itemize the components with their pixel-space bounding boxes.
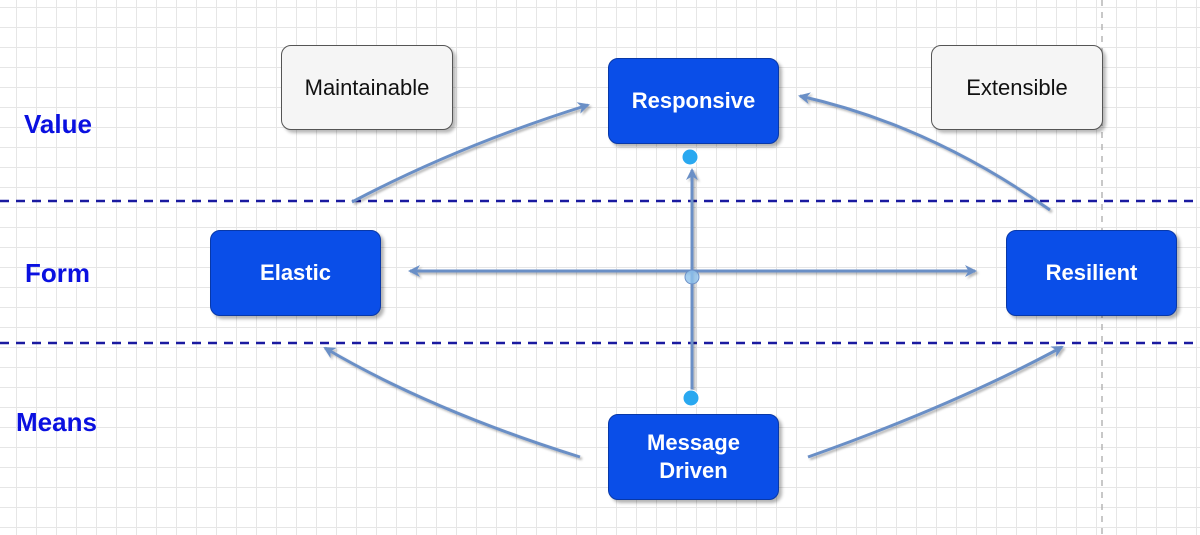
node-elastic[interactable]: Elastic	[210, 230, 381, 316]
node-responsive-label: Responsive	[631, 88, 756, 113]
node-extensible[interactable]: Extensible	[931, 45, 1103, 130]
node-message-driven-label: Message Driven	[647, 430, 740, 483]
layer-label-value: Value	[24, 109, 92, 139]
node-resilient[interactable]: Resilient	[1006, 230, 1177, 316]
arrow-to-responsive-right	[798, 92, 1051, 212]
node-message-driven[interactable]: Message Driven	[608, 414, 779, 500]
node-extensible-label: Extensible	[966, 74, 1068, 100]
arrow-message-to-elastic	[323, 346, 581, 459]
connection-point-bottom[interactable]	[682, 389, 700, 407]
arrow-to-responsive-left	[351, 102, 590, 204]
connection-point-top[interactable]	[681, 148, 699, 166]
node-maintainable[interactable]: Maintainable	[281, 45, 453, 130]
arrow-message-to-resilient	[807, 345, 1064, 459]
node-elastic-label: Elastic	[260, 260, 331, 285]
node-resilient-label: Resilient	[1045, 260, 1138, 285]
node-maintainable-label: Maintainable	[304, 74, 430, 100]
layer-label-means: Means	[16, 407, 97, 437]
node-responsive[interactable]: Responsive	[608, 58, 779, 144]
connection-point-center[interactable]	[684, 269, 700, 285]
layer-label-form: Form	[25, 258, 90, 288]
